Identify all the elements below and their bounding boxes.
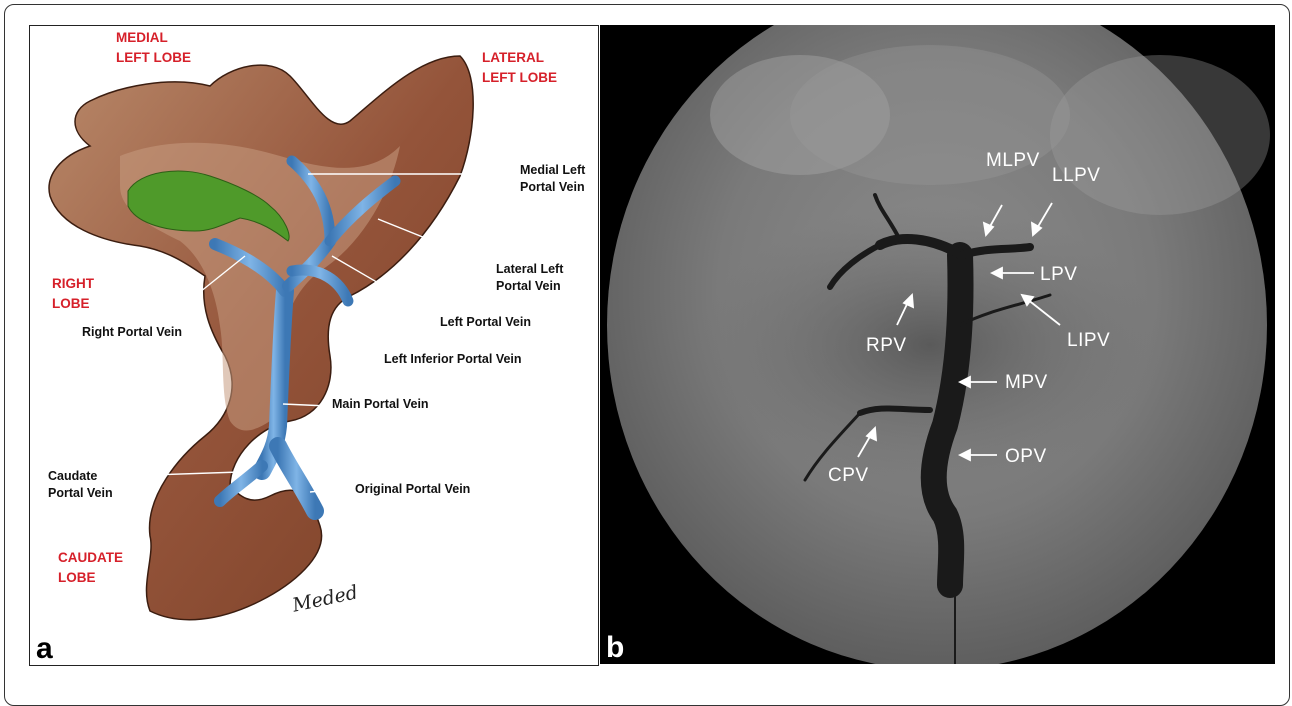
label-original-portal-vein: Original Portal Vein: [355, 481, 470, 498]
label-medial-left-portal-vein: Medial Left Portal Vein: [520, 162, 585, 196]
label-main-portal-vein: Main Portal Vein: [332, 396, 429, 413]
lobe-label-caudate: CAUDATE LOBE: [58, 548, 123, 588]
label-lateral-left-portal-vein: Lateral Left Portal Vein: [496, 261, 563, 295]
label-left-portal-vein: Left Portal Vein: [440, 314, 531, 331]
label-caudate-portal-vein: Caudate Portal Vein: [48, 468, 113, 502]
xray-label-lpv: LPV: [1040, 265, 1077, 284]
xray-label-opv: OPV: [1005, 447, 1047, 466]
label-right-portal-vein: Right Portal Vein: [82, 324, 182, 341]
xray-label-lipv: LIPV: [1067, 331, 1110, 350]
panel-letter-b: b: [606, 633, 624, 663]
lobe-label-right: RIGHT LOBE: [52, 274, 94, 314]
xray-label-llpv: LLPV: [1052, 166, 1100, 185]
xray-label-mpv: MPV: [1005, 373, 1048, 392]
xray-label-rpv: RPV: [866, 336, 907, 355]
panel-b-radiograph: MLPV LLPV LPV LIPV RPV MPV OPV CPV b: [600, 25, 1275, 664]
label-left-inferior-portal-vein: Left Inferior Portal Vein: [384, 351, 522, 368]
xray-label-mlpv: MLPV: [986, 151, 1040, 170]
radiograph-image: [600, 25, 1275, 664]
lobe-label-medial-left: MEDIAL LEFT LOBE: [116, 28, 191, 68]
lobe-label-lateral-left: LATERAL LEFT LOBE: [482, 48, 557, 88]
panel-a-illustration: MEDIAL LEFT LOBE LATERAL LEFT LOBE RIGHT…: [29, 25, 599, 666]
xray-label-cpv: CPV: [828, 466, 869, 485]
panel-letter-a: a: [36, 634, 53, 664]
